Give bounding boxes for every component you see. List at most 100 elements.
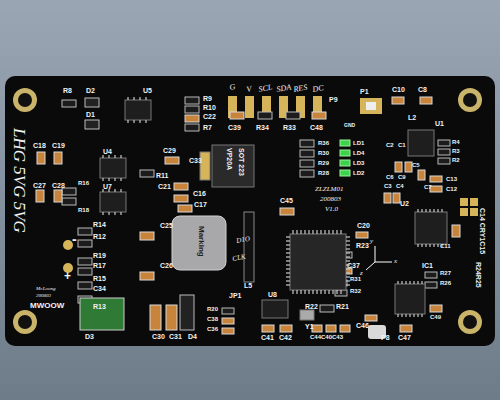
diode [85,98,194,330]
capacitor [54,190,62,202]
capacitor [37,152,45,164]
ic-chip [212,145,254,187]
silkscreen-label: G [229,83,236,92]
ic-pin [437,209,438,212]
silkscreen-label: R30 [318,150,329,156]
capacitor [140,272,154,280]
capacitor [420,97,432,104]
ic-pin [346,272,350,273]
silkscreen-label: C14 CRY1C15 [479,208,486,254]
ic-pin [133,120,134,123]
silkscreen-label: Mr.Loong [36,286,56,291]
silkscreen-label: JP1 [229,292,241,299]
ic-pin [286,276,290,277]
diode [85,98,99,107]
ic-pin [300,290,301,294]
silkscreen-label: C26 [160,262,173,269]
silkscreen-label: C7 [424,184,432,190]
silkscreen-label: LD4 [353,150,364,156]
ic-pin [316,290,317,294]
capacitor [430,176,442,182]
ic-pin [405,281,406,284]
ic-pin [346,260,350,261]
resistor [78,268,92,275]
silkscreen-label: y [370,238,373,245]
ic-chip [408,130,434,156]
ic-pin [286,260,290,261]
resistor [335,290,347,296]
silkscreen-label: R10 [203,104,216,111]
ic-pin [103,97,442,317]
silkscreen-label: C28 [52,182,65,189]
mounting-hole [463,93,477,107]
ic-pin [308,290,309,294]
ic-pin [429,209,430,212]
ic-pin [328,290,329,294]
capacitor [393,193,400,203]
ic-pin [340,230,341,234]
capacitor [178,205,192,212]
ic-pin [286,268,290,269]
ic-pin [409,314,410,317]
resistor [286,112,300,119]
led [340,140,350,176]
ic-pin [346,280,350,281]
ic-pin [425,209,426,212]
silkscreen-label: R34 [256,124,269,131]
silkscreen-label: 200803 [36,293,51,298]
silkscreen-label: C36 [207,326,218,332]
ic-pin [139,97,140,100]
ic-pin [340,290,341,294]
ic-pin [324,290,325,294]
capacitor [312,112,326,119]
silkscreen-label: C45 [280,197,293,204]
ic-pin [108,178,109,181]
silkscreen-label: C42 [279,334,292,341]
axis-marker [366,246,392,270]
silkscreen-label: C6 [386,174,394,180]
resistor [62,100,76,107]
silkscreen-label: R2 [452,157,460,163]
header-pad [245,96,254,118]
capacitor [326,325,336,332]
ic-pin [300,230,301,234]
silkscreen-label: IC1 [422,262,433,269]
resistor [222,308,234,314]
mounting-hole [458,310,482,334]
ic-pin [346,276,350,277]
resistor [185,124,199,131]
ic-pin [417,281,418,284]
capacitor [384,193,391,203]
ic-pin [346,248,350,249]
silkscreen-label: Y1 [305,323,314,330]
silkscreen-label: V1.0 [325,206,338,213]
silkscreen-label: C27 [33,182,46,189]
capacitor [185,115,199,122]
ic-pin [139,120,140,123]
silkscreen-label: P8 [381,334,390,341]
silkscreen-label: R28 [318,170,329,176]
capacitor [174,195,188,202]
silkscreen-label: D3 [85,333,94,340]
ic-pin [405,314,406,317]
resistor [300,160,314,167]
silkscreen-label: R16 [78,180,89,186]
ic-pin [397,281,398,284]
ic-pin [133,97,134,100]
battery-pad [63,240,73,273]
silkscreen-label: R36 [318,140,329,146]
led [340,170,350,176]
ic-pin [413,314,414,317]
ic-pin [145,120,146,123]
ic-pin [425,244,426,247]
ic-pin [417,209,418,212]
silkscreen-label: R22 [305,303,318,310]
silkscreen-label: + [64,270,71,282]
capacitor [262,325,274,332]
resistor [140,170,154,177]
ic-pin [312,230,313,234]
capacitor [400,325,412,332]
silkscreen-label: C19 [52,142,65,149]
ic-pin [108,155,109,158]
